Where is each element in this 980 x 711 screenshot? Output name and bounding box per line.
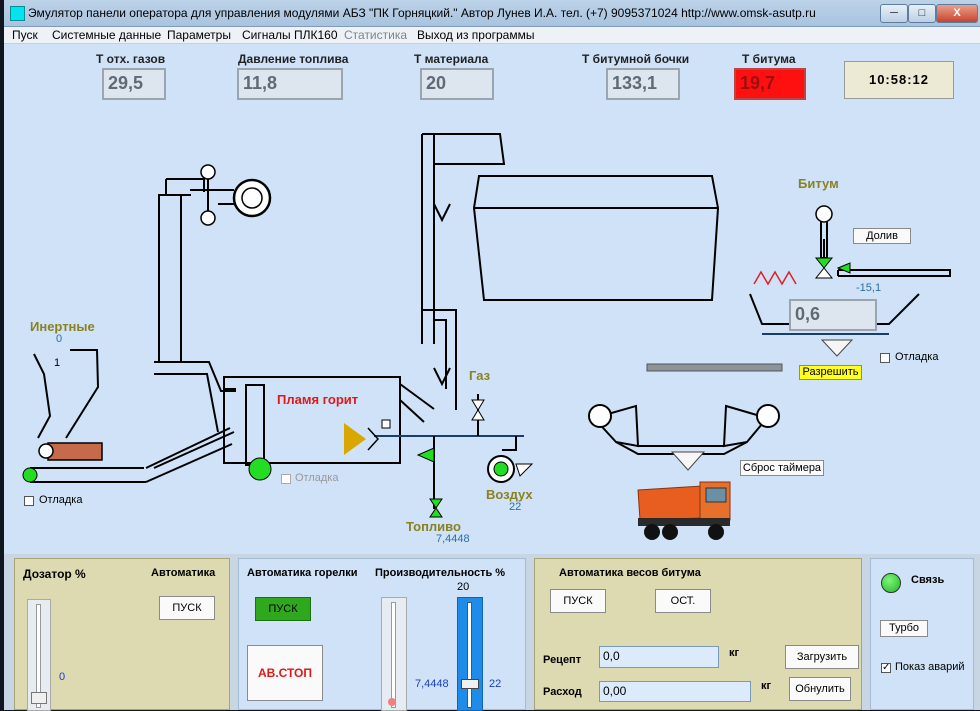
clock-display: 10:58:12 [844,61,954,99]
fuel-value: 7,4448 [436,533,470,545]
fill-button[interactable]: Долив [853,228,911,244]
link-indicator-icon [881,573,901,593]
inert-label: Инертные [30,319,95,334]
inert-hopper-left [33,353,52,439]
productivity-slider-thumb[interactable] [461,679,479,689]
bitumen-debug-checkbox[interactable] [880,353,890,363]
fuel-pressure-label: Давление топлива [238,52,349,66]
burner-start-button[interactable]: ПУСК [255,597,311,621]
menu-statistics[interactable]: Статистика [344,28,408,42]
burner-slider-indicator [388,698,396,706]
doser-start-button[interactable]: ПУСК [159,596,215,620]
inert-debug-checkbox[interactable] [24,496,34,506]
allow-button[interactable]: Разрешить [799,365,862,380]
menu-system-data[interactable]: Системные данные [52,28,162,42]
gas-label: Газ [469,368,491,383]
doser-slider-thumb[interactable] [31,692,47,704]
reset-timer-button[interactable]: Сброс таймера [740,460,824,476]
expense-label: Расход [543,686,582,698]
t-material-value: 20 [420,68,494,100]
bitumen-weight-value: 0,6 [789,299,877,331]
fuel-pressure-value: 11,8 [237,68,343,100]
inert-hopper-right [65,349,100,439]
app-icon [10,6,25,21]
inert-value-inside: 1 [54,357,61,369]
t-gas-value: 29,5 [102,68,166,100]
doser-panel: Дозатор % Автоматика ПУСК 0 [14,558,230,711]
window-title: Эмулятор панели оператора для управления… [28,6,816,20]
fuel-label: Топливо [406,519,461,534]
close-button[interactable]: X [936,4,978,23]
recipe-unit: кг [729,647,740,659]
scales-stop-button[interactable]: ОСТ. [655,589,711,613]
title-bar: Эмулятор панели оператора для управления… [4,0,980,27]
bitumen-debug-label: Отладка [895,351,939,363]
link-panel: Связь Турбо ✓ Показ аварий [870,558,974,710]
maximize-button[interactable]: □ [908,4,936,23]
turbo-button[interactable]: Турбо [880,620,928,637]
menu-bar: Пуск Системные данные Параметры Сигналы … [4,27,980,44]
burner-debug-checkbox[interactable] [281,474,291,484]
plant-diagram [22,133,951,518]
inert-value-top: 0 [56,333,63,345]
t-bitumen-label: Т битума [742,52,796,66]
air-value: 22 [509,501,522,513]
burner-slider-value: 7,4448 [415,678,449,690]
t-material-label: Т материала [414,52,489,66]
minimize-button[interactable]: ─ [880,4,908,23]
zero-button[interactable]: Обнулить [789,677,851,701]
truck-image [637,481,731,540]
productivity-title: Производительность % [375,567,506,579]
recipe-label: Рецепт [543,654,582,666]
menu-plc-signals[interactable]: Сигналы ПЛК160 [242,28,338,42]
productivity-slider-value: 22 [489,678,502,690]
emergency-stop-button[interactable]: АВ.СТОП [247,645,323,701]
bitumen-flow-value: -15,1 [856,282,882,294]
load-button[interactable]: Загрузить [785,645,859,669]
bitumen-label: Битум [798,176,839,191]
doser-auto-label: Автоматика [151,567,216,579]
expense-input[interactable]: 0,00 [599,681,751,702]
flame-status: Пламя горит [277,392,359,407]
t-bitumen-value: 19,7 [734,68,806,100]
burner-auto-panel: Автоматика горелки Производительность % … [238,558,526,711]
t-gas-label: Т отх. газов [96,52,166,66]
burner-slider[interactable] [381,597,407,711]
link-label: Связь [911,574,945,586]
doser-slider[interactable] [27,599,51,711]
burner-debug-label: Отладка [295,472,339,484]
menu-parameters[interactable]: Параметры [167,28,231,42]
app-window: Эмулятор панели оператора для управления… [4,0,980,711]
t-barrel-label: Т битумной бочки [582,52,690,66]
menu-exit[interactable]: Выход из программы [417,28,535,42]
t-barrel-value: 133,1 [606,68,680,100]
process-mimic: Т отх. газов 29,5 Давление топлива 11,8 … [4,44,980,554]
productivity-slider-top: 20 [457,581,470,593]
show-alarms-checkbox[interactable]: ✓ [881,662,891,673]
menu-start[interactable]: Пуск [12,28,38,42]
show-alarms-label: Показ аварий [895,661,965,673]
burner-auto-title: Автоматика горелки [247,567,358,579]
doser-slider-value: 0 [59,671,66,683]
recipe-input[interactable]: 0,0 [599,646,719,668]
doser-title: Дозатор % [23,567,86,581]
scales-panel: Автоматика весов битума ПУСК ОСТ. Рецепт… [534,558,862,710]
productivity-slider[interactable] [457,597,483,711]
expense-unit: кг [761,680,772,692]
inert-debug-label: Отладка [39,494,83,506]
scales-start-button[interactable]: ПУСК [550,589,606,613]
scales-title: Автоматика весов битума [559,567,701,579]
air-label: Воздух [486,487,533,502]
